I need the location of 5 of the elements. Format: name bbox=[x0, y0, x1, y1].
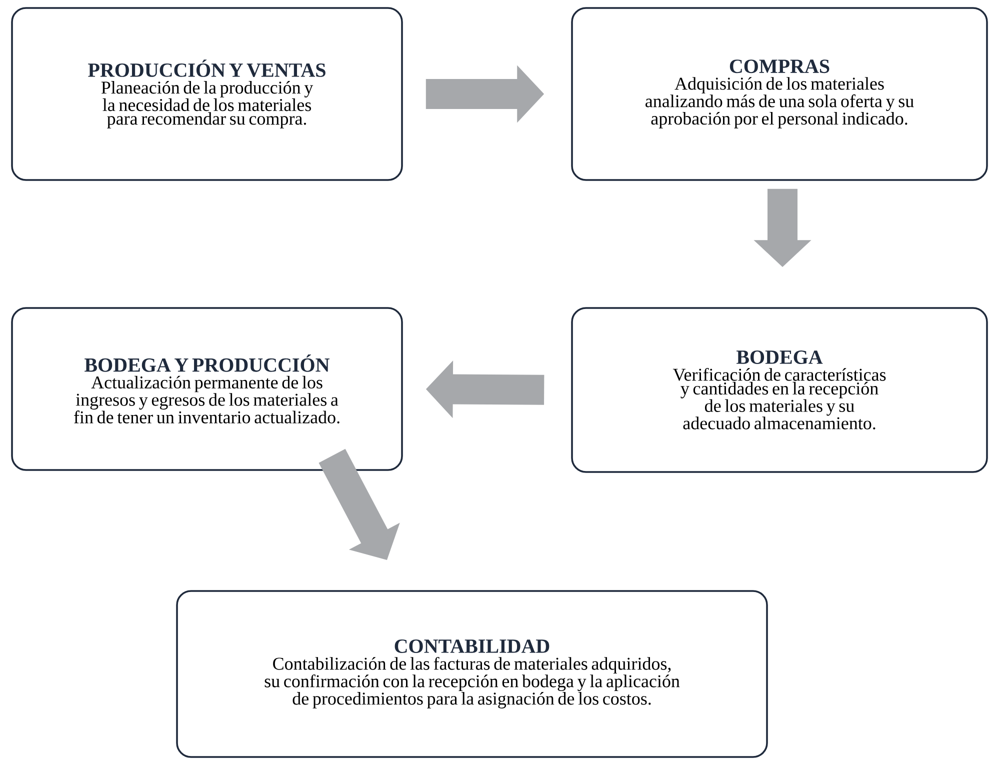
process-box: COMPRAS Adquisición de los materiales analizando más de una sola oferta y su aprobación por el personal indicado. bbox=[571, 7, 988, 181]
process-box: BODEGA Verificación de características y cantidades en la recepción de los materiales y su adecuado almacenamiento. bbox=[571, 307, 988, 473]
process-box: PRODUCCIÓN Y VENTAS Planeación de la producción y la necesidad de los materiales para recomendar su compra. bbox=[11, 7, 403, 181]
process-box: BODEGA Y PRODUCCIÓN Actualización permanente de los ingresos y egresos de los materiales a fin de tener un inventario actualizado. bbox=[11, 307, 403, 471]
process-box: CONTABILIDAD Contabilización de las facturas de materiales adquiridos, su confirmación con la recepción en bodega y la aplicación de procedimientos para la asignación de los costos. bbox=[176, 590, 768, 758]
